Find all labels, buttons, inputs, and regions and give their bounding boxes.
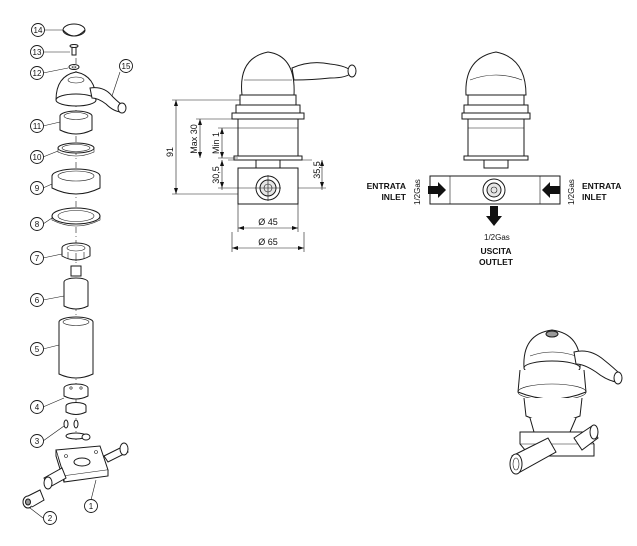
part-bubble: 10 xyxy=(30,150,44,164)
part-2-nipple xyxy=(22,489,45,509)
part-6-cartridge xyxy=(63,265,89,310)
part-number: 10 xyxy=(33,153,42,162)
front-view-dimensioned: 91 Max 30 Min 1 30,5 35,5 Ø 45 xyxy=(165,51,357,252)
part-bubble: 12 xyxy=(30,66,44,80)
part-bubble: 4 xyxy=(30,400,44,414)
outlet-arrow-icon xyxy=(486,206,502,226)
flow-view: ENTRATA INLET 1/2Gas ENTRATA INLET 1/2Ga… xyxy=(367,51,621,267)
part-4-disc-holder xyxy=(63,383,89,415)
assembled-isometric-view xyxy=(509,329,623,475)
thread-right: 1/2Gas xyxy=(567,179,576,205)
part-bubble: 1 xyxy=(84,499,98,513)
dim-dia-outer: Ø 65 xyxy=(258,237,278,247)
part-8-rosette xyxy=(51,207,101,227)
exploded-view: 14 13 12 15 11 10 9 8 xyxy=(22,23,133,525)
part-9-flange xyxy=(51,168,101,195)
part-number: 5 xyxy=(35,345,40,354)
part-11-sleeve xyxy=(59,110,93,135)
part-13-screw xyxy=(69,44,79,56)
inlet-left-label-it: ENTRATA xyxy=(367,181,406,191)
part-number: 7 xyxy=(35,254,40,263)
part-number: 9 xyxy=(35,184,40,193)
part-15-handle-knob xyxy=(55,71,127,114)
part-number: 15 xyxy=(122,62,131,71)
part-number: 2 xyxy=(48,514,53,523)
dim-lower: 30,5 xyxy=(211,166,221,184)
part-12-washer xyxy=(68,64,80,70)
part-number: 6 xyxy=(35,296,40,305)
part-bubble: 3 xyxy=(30,434,44,448)
part-bubble: 14 xyxy=(31,23,45,37)
part-bubble: 13 xyxy=(30,45,44,59)
part-bubble: 15 xyxy=(119,59,133,73)
part-number: 11 xyxy=(33,122,42,131)
part-1-valve-body xyxy=(43,442,129,490)
inlet-left-label-en: INLET xyxy=(381,192,406,202)
inlet-left-arrow-icon xyxy=(428,182,446,198)
part-number: 1 xyxy=(89,502,94,511)
inlet-right-arrow-icon xyxy=(542,182,560,198)
part-number: 12 xyxy=(33,69,42,78)
part-number: 4 xyxy=(35,403,40,412)
part-7-nut xyxy=(61,242,91,261)
part-number: 8 xyxy=(35,220,40,229)
dim-max: Max 30 xyxy=(189,124,199,154)
part-bubble: 2 xyxy=(43,511,57,525)
part-3-o-rings xyxy=(63,419,91,441)
dim-total-height: 91 xyxy=(165,147,175,157)
dim-right: 35,5 xyxy=(312,161,322,179)
thread-bottom: 1/2Gas xyxy=(484,233,510,242)
outlet-label-en: OUTLET xyxy=(479,257,514,267)
part-bubble: 6 xyxy=(30,293,44,307)
dim-dia-inner: Ø 45 xyxy=(258,217,278,227)
part-bubble: 7 xyxy=(30,251,44,265)
inlet-right-label-en: INLET xyxy=(582,192,607,202)
part-14-cap xyxy=(62,23,86,37)
part-bubble: 9 xyxy=(30,181,44,195)
outlet-label-it: USCITA xyxy=(480,246,511,256)
part-bubble: 5 xyxy=(30,342,44,356)
part-number: 13 xyxy=(33,48,42,57)
part-bubble: 11 xyxy=(30,119,44,133)
part-10-ring xyxy=(57,142,95,157)
part-number: 3 xyxy=(35,437,40,446)
inlet-right-label-it: ENTRATA xyxy=(582,181,621,191)
thread-left: 1/2Gas xyxy=(413,179,422,205)
part-bubble: 8 xyxy=(30,217,44,231)
dim-min: Min 1 xyxy=(211,132,221,154)
part-number: 14 xyxy=(34,26,43,35)
part-5-cylinder xyxy=(58,316,94,379)
